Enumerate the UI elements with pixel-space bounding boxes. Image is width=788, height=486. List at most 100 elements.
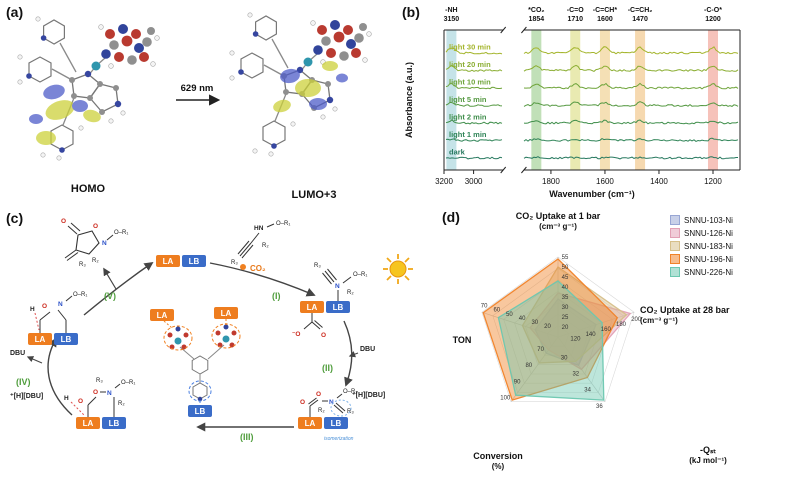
axis-label: TON bbox=[452, 335, 472, 345]
lumo-orbital-lobes bbox=[273, 61, 348, 113]
peak-wavenumber: 1710 bbox=[567, 16, 583, 23]
peak-wavenumber: 1600 bbox=[597, 16, 613, 23]
radar-axis-title-conversion: Conversion (%) bbox=[450, 451, 546, 471]
radar-grid-ring bbox=[481, 256, 635, 402]
radar-tick-label: 45 bbox=[562, 275, 569, 281]
legend-item: SNNU-103-Ni bbox=[670, 215, 784, 225]
x-axis-label: Wavenumber (cm⁻¹) bbox=[549, 189, 634, 199]
homo-label: HOMO bbox=[71, 183, 106, 195]
step-5-label: (V) bbox=[104, 291, 116, 301]
lumo-label: LUMO+3 bbox=[292, 189, 337, 201]
vinyl-carbamate-intermediate: LA LB O O N O–R₁ H R₂ R₃ bbox=[64, 378, 135, 429]
arrow-step-1 bbox=[209, 262, 316, 297]
radar-series-SNNU-183-Ni bbox=[521, 266, 628, 364]
spectrum-trace bbox=[445, 101, 739, 107]
arrow-dbu-release bbox=[26, 356, 43, 364]
lb-box-label: LB bbox=[109, 419, 120, 428]
atom-o: O bbox=[93, 389, 98, 396]
radar-series-SNNU-103-Ni bbox=[534, 298, 597, 367]
atom-n: N bbox=[58, 301, 63, 308]
radar-tick-label: 20 bbox=[544, 324, 551, 330]
homo-molecule bbox=[17, 16, 161, 161]
homo-orbital-lobes bbox=[29, 84, 101, 145]
carbamate-intermediate: LA LB O O N O–R₁ R₃ R₂ isomerization bbox=[298, 389, 357, 442]
step-2-label: (II) bbox=[322, 363, 333, 373]
atom-n: N bbox=[335, 283, 340, 290]
spectrum-trace bbox=[445, 46, 739, 55]
arrow-step-4 bbox=[47, 337, 73, 416]
trace-label: dark bbox=[449, 148, 466, 157]
radar-grid-ring bbox=[503, 279, 613, 384]
radar-tick-label: 160 bbox=[601, 327, 612, 333]
performance-radar-chart: 2025303540455055120140160180200303234367… bbox=[481, 255, 642, 410]
x-tick-label: 1800 bbox=[542, 177, 560, 186]
arrow-step-5 bbox=[83, 261, 154, 316]
radar-tick-label: 30 bbox=[531, 320, 538, 326]
group-or1: O–R₁ bbox=[276, 221, 290, 227]
atom-neg-o: ⁻O bbox=[292, 331, 301, 338]
catalyst-resting: LA LB bbox=[156, 255, 206, 267]
peak-wavenumber: 1854 bbox=[529, 16, 545, 23]
peak-label: -C=CH* bbox=[593, 7, 618, 14]
catalyst-structure: LA LA LB bbox=[150, 307, 241, 417]
radar-axis-title-co2-28bar: CO₂ Uptake at 28 bar (cm⁻³ g⁻¹) bbox=[640, 305, 786, 325]
propargylamine-substrate: HN O–R₁ R₂ R₃ bbox=[231, 221, 290, 266]
axis-label: CO₂ Uptake at 1 bar bbox=[515, 211, 601, 221]
trace-label: light 20 min bbox=[449, 60, 491, 69]
la-box-label: LA bbox=[163, 257, 174, 266]
radar-tick-label: 30 bbox=[562, 305, 569, 311]
peak-wavenumber: 3150 bbox=[444, 16, 460, 23]
group-r3: R₃ bbox=[96, 378, 103, 384]
legend-swatch bbox=[670, 228, 680, 238]
axis-sublabel: (kJ mol⁻¹) bbox=[689, 455, 727, 465]
hdbu-label-right: ⁺[H][DBU] bbox=[352, 392, 385, 399]
spectrum-trace bbox=[445, 137, 739, 142]
spectrum-trace bbox=[445, 82, 739, 90]
group-or1: O–R₁ bbox=[353, 272, 367, 278]
radar-grid-ring bbox=[514, 290, 602, 375]
axis-sublabel: (%) bbox=[491, 461, 505, 471]
peak-label: -NH bbox=[445, 7, 457, 14]
axis-sublabel: (cm⁻³ g⁻¹) bbox=[640, 315, 678, 325]
group-or1: O–R₁ bbox=[73, 292, 87, 298]
radar-tick-label: 200 bbox=[631, 317, 642, 323]
group-r2: R₂ bbox=[262, 243, 269, 249]
radar-tick-label: 32 bbox=[572, 372, 579, 378]
hdbu-label-left: ⁺[H][DBU] bbox=[10, 393, 43, 400]
radar-tick-label: 50 bbox=[562, 265, 569, 271]
atom-o: O bbox=[93, 223, 98, 230]
group-r2: R₂ bbox=[347, 290, 354, 296]
peak-band bbox=[599, 30, 610, 170]
axis-label: -Qₛₜ bbox=[699, 445, 716, 455]
radar-grid-ring bbox=[546, 325, 570, 347]
arrow-product-release bbox=[103, 267, 117, 290]
legend-swatch bbox=[670, 215, 680, 225]
legend-label: SNNU-226-Ni bbox=[684, 267, 733, 277]
legend-label: SNNU-126-Ni bbox=[684, 228, 733, 238]
radar-tick-label: 80 bbox=[525, 363, 532, 369]
radar-tick-label: 20 bbox=[562, 325, 569, 331]
peak-band bbox=[707, 30, 718, 170]
panel-d: (d) CO₂ Uptake at 1 bar (cm⁻³ g⁻¹) CO₂ U… bbox=[438, 205, 788, 486]
legend-swatch bbox=[670, 241, 680, 251]
radar-tick-label: 90 bbox=[514, 379, 521, 385]
peak-label: -C=O bbox=[567, 7, 584, 14]
co2-label: CO₂ bbox=[250, 264, 266, 273]
radar-tick-label: 36 bbox=[596, 404, 603, 410]
legend-label: SNNU-183-Ni bbox=[684, 241, 733, 251]
legend-item: SNNU-196-Ni bbox=[670, 254, 784, 264]
panel-c: (c) (I) (II) (III) (IV) (V) DBU bbox=[0, 205, 438, 486]
lb-box-label: LB bbox=[333, 303, 344, 312]
atom-o: O bbox=[316, 391, 321, 398]
group-or1: O–R₁ bbox=[343, 389, 357, 395]
radar-tick-label: 60 bbox=[493, 308, 500, 314]
excitation-wavelength: 629 nm bbox=[181, 83, 214, 94]
trace-label: light 10 min bbox=[449, 78, 491, 87]
radar-tick-label: 180 bbox=[616, 322, 627, 328]
la-box-label: LA bbox=[35, 335, 46, 344]
axis-label: Conversion bbox=[473, 451, 523, 461]
trace-label: light 1 min bbox=[449, 130, 487, 139]
radar-series-SNNU-126-Ni bbox=[529, 292, 632, 371]
